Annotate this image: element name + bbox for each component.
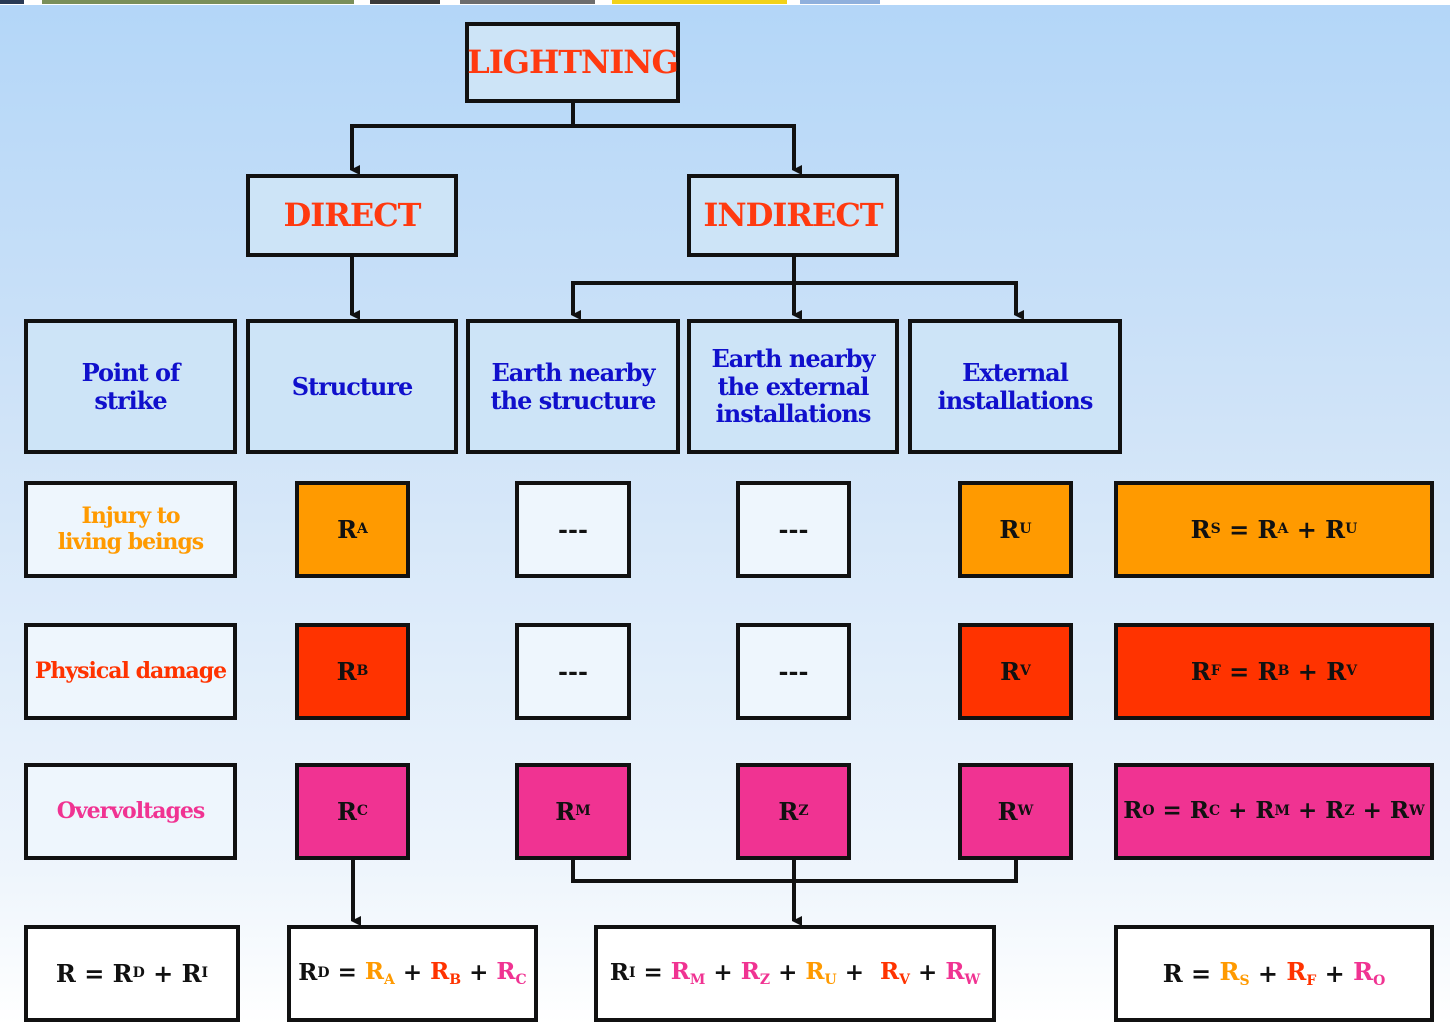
overvoltages-row-label: Overvoltages [24, 763, 237, 860]
injury-line-1: Injury to [81, 503, 180, 530]
point-of-strike-line-1: Point of [81, 357, 181, 387]
lightning-title: LIGHTNING [467, 43, 679, 82]
earth-installations-box: Earth nearby the external installations [687, 319, 899, 454]
structure-box: Structure [246, 319, 458, 454]
external-installations-box: External installations [908, 319, 1122, 454]
injury-label: Injury to living beings [57, 503, 204, 555]
indirect-box: INDIRECT [687, 174, 899, 257]
structure-label: Structure [291, 371, 414, 401]
earth-structure-line-2: the structure [490, 385, 657, 415]
cell-empty: --- [736, 623, 851, 720]
top-strip [0, 0, 1450, 5]
injury-line-2: living beings [57, 528, 204, 555]
earth-structure-box: Earth nearby the structure [466, 319, 680, 454]
earth-structure-label: Earth nearby the structure [490, 357, 657, 415]
physical-row-label: Physical damage [24, 623, 237, 720]
earth-installations-label: Earth nearby the external installations [711, 344, 875, 429]
strip-segment [800, 0, 880, 4]
strip-segment [42, 0, 354, 4]
earth-installations-line-1: Earth nearby [711, 344, 875, 374]
empty-mark: --- [778, 514, 809, 544]
earth-installations-line-3: installations [715, 399, 872, 429]
empty-mark: --- [778, 656, 809, 686]
point-of-strike-line-2: strike [94, 385, 167, 415]
indirect-title: INDIRECT [703, 196, 883, 235]
overvoltages-label: Overvoltages [56, 797, 206, 824]
cell-empty: --- [736, 481, 851, 578]
physical-label: Physical damage [34, 657, 227, 684]
strip-segment [0, 0, 24, 4]
formula-r-by-type: R = RS + RF + RO [1114, 925, 1434, 1022]
earth-installations-line-2: the external [717, 371, 870, 401]
injury-row-label: Injury to living beings [24, 481, 237, 578]
external-installations-line-2: installations [937, 385, 1094, 415]
external-installations-line-1: External [962, 357, 1069, 387]
empty-mark: --- [558, 656, 588, 686]
empty-mark: --- [558, 514, 588, 544]
strip-segment [612, 0, 787, 4]
direct-box: DIRECT [246, 174, 458, 257]
point-of-strike-box: Point of strike [24, 319, 237, 454]
external-installations-label: External installations [937, 357, 1094, 415]
direct-title: DIRECT [283, 196, 422, 235]
cell-empty: --- [515, 623, 631, 720]
point-of-strike-label: Point of strike [81, 357, 181, 415]
strip-segment [460, 0, 595, 4]
earth-structure-line-1: Earth nearby [491, 357, 655, 387]
strip-segment [370, 0, 440, 4]
cell-empty: --- [515, 481, 631, 578]
lightning-box: LIGHTNING [465, 22, 680, 103]
